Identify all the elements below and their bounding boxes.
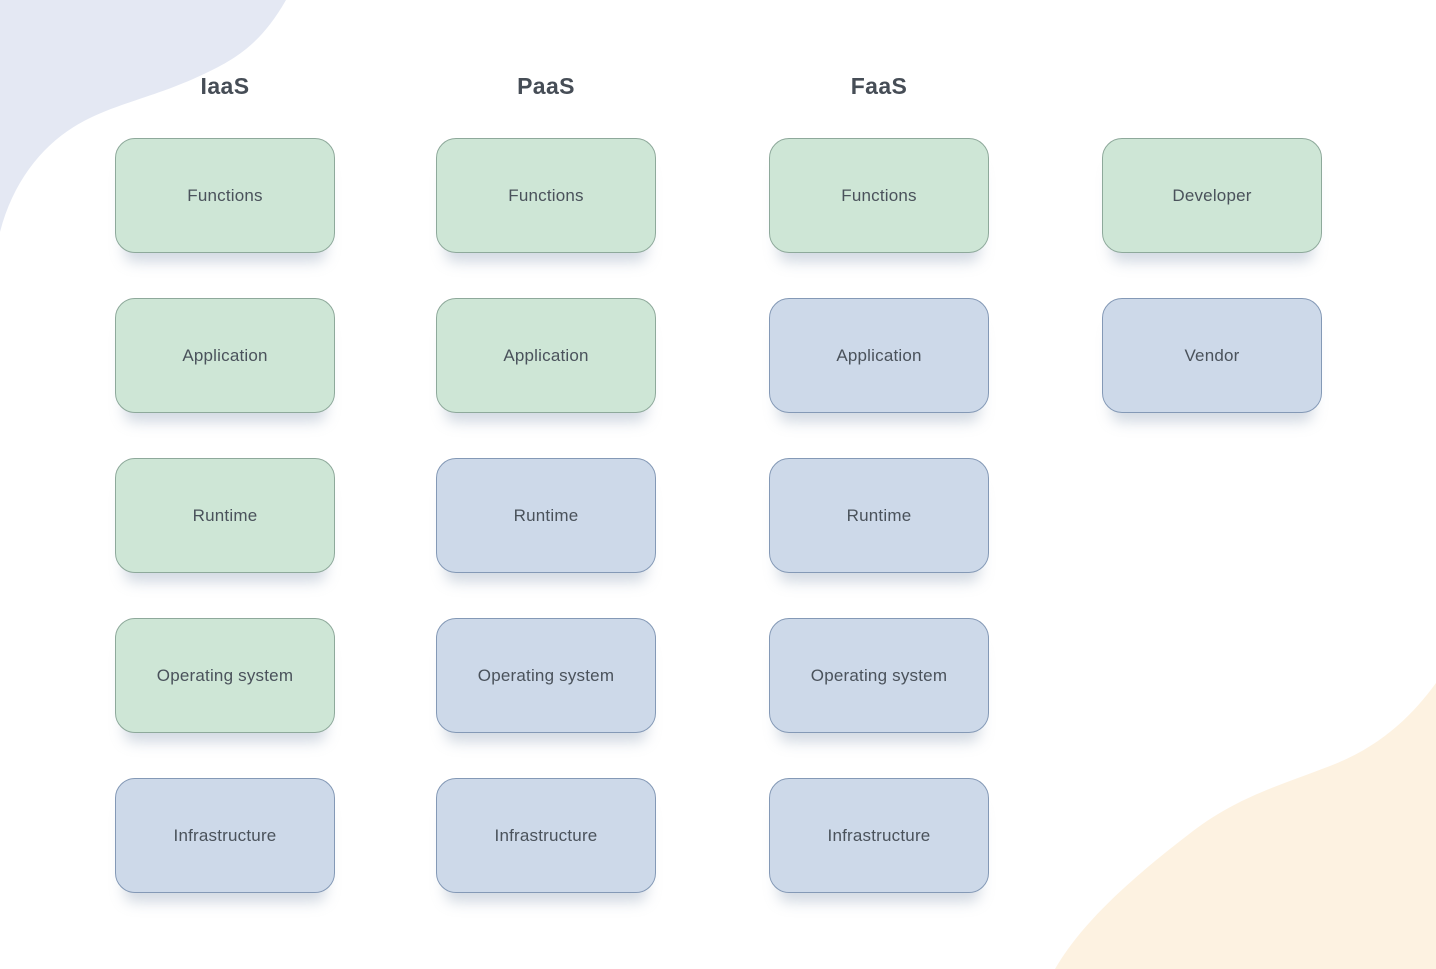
- iaas-functions-box: Functions: [115, 138, 335, 253]
- faas-runtime-box: Runtime: [769, 458, 989, 573]
- column-header-faas: FaaS: [850, 73, 908, 99]
- faas-runtime-label: Runtime: [846, 505, 912, 525]
- paas-functions-label: Functions: [508, 185, 584, 205]
- paas-application-box: Application: [436, 298, 656, 413]
- iaas-functions-label: Functions: [187, 185, 263, 205]
- legend-vendor-box: Vendor: [1102, 298, 1322, 413]
- paas-runtime-box: Runtime: [436, 458, 656, 573]
- faas-infrastructure-box: Infrastructure: [769, 778, 989, 893]
- faas-application-box: Application: [769, 298, 989, 413]
- iaas-operating-system-label: Operating system: [156, 665, 294, 685]
- iaas-runtime-box: Runtime: [115, 458, 335, 573]
- faas-operating-system-box: Operating system: [769, 618, 989, 733]
- paas-operating-system-box: Operating system: [436, 618, 656, 733]
- legend-column-header: [1102, 75, 1322, 98]
- iaas-application-box: Application: [115, 298, 335, 413]
- faas-functions-box: Functions: [769, 138, 989, 253]
- paas-operating-system-label: Operating system: [477, 665, 615, 685]
- column-paas: PaaS Functions Application Runtime Opera…: [436, 75, 656, 938]
- paas-runtime-label: Runtime: [513, 505, 579, 525]
- faas-functions-label: Functions: [841, 185, 917, 205]
- paas-infrastructure-box: Infrastructure: [436, 778, 656, 893]
- column-header-paas: PaaS: [517, 73, 575, 99]
- faas-infrastructure-label: Infrastructure: [827, 825, 931, 845]
- iaas-runtime-label: Runtime: [192, 505, 258, 525]
- paas-functions-box: Functions: [436, 138, 656, 253]
- legend-vendor-label: Vendor: [1184, 345, 1240, 365]
- legend-developer-label: Developer: [1172, 185, 1252, 205]
- paas-infrastructure-label: Infrastructure: [494, 825, 598, 845]
- column-iaas: IaaS Functions Application Runtime Opera…: [115, 75, 335, 938]
- iaas-application-label: Application: [182, 345, 268, 365]
- column-faas: FaaS Functions Application Runtime Opera…: [769, 75, 989, 938]
- bottom-right-wave-shape: [1055, 683, 1436, 969]
- column-header-iaas: IaaS: [200, 73, 250, 99]
- legend-column: Developer Vendor: [1102, 75, 1322, 458]
- faas-operating-system-label: Operating system: [810, 665, 948, 685]
- faas-application-label: Application: [836, 345, 922, 365]
- iaas-infrastructure-box: Infrastructure: [115, 778, 335, 893]
- paas-application-label: Application: [503, 345, 589, 365]
- iaas-operating-system-box: Operating system: [115, 618, 335, 733]
- legend-developer-box: Developer: [1102, 138, 1322, 253]
- iaas-infrastructure-label: Infrastructure: [173, 825, 277, 845]
